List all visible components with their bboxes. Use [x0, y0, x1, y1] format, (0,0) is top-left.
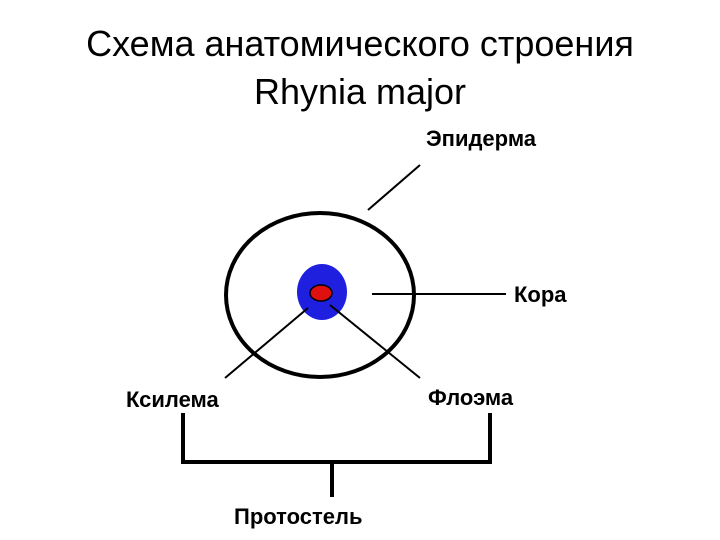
- xylem-label: Ксилема: [126, 387, 220, 412]
- xylem-region: [309, 284, 333, 302]
- protostele-bracket: [181, 413, 492, 464]
- epidermis-leader-line: [367, 164, 421, 211]
- protostele-label: Протостель: [234, 504, 363, 529]
- phloem-leader-line: [329, 304, 421, 379]
- xylem-leader-line: [224, 307, 309, 379]
- diagram-title-line-1: Схема анатомического строения: [86, 23, 634, 64]
- epidermis-label: Эпидерма: [426, 126, 537, 151]
- diagram-title-line-2: Rhynia major: [253, 71, 467, 112]
- cortex-label: Кора: [514, 282, 567, 307]
- phloem-label: Флоэма: [428, 385, 514, 410]
